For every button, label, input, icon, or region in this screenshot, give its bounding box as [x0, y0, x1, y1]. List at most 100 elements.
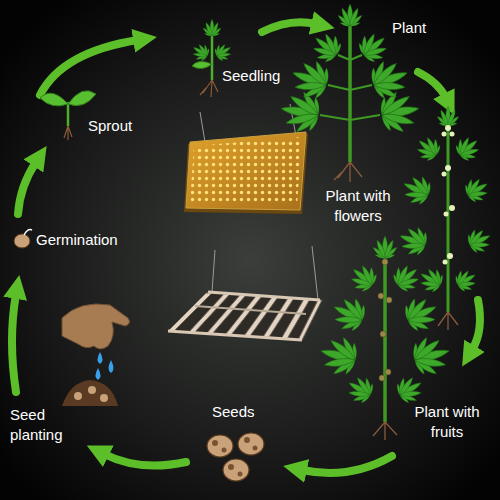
- illustration-part: [445, 125, 451, 131]
- illustration-part: [373, 422, 397, 440]
- illustration-part: [168, 293, 322, 340]
- illustration-part: [262, 22, 316, 32]
- illustration-part: [212, 440, 218, 446]
- illustration-part: [100, 394, 108, 402]
- stage-label: Seedling: [222, 66, 280, 86]
- illustration-part: [225, 296, 262, 335]
- illustration-part: [200, 80, 218, 97]
- illustration-part: [334, 162, 362, 182]
- illustration-part: [444, 212, 449, 217]
- germination-icon: [14, 230, 32, 248]
- illustration-part: [186, 132, 306, 210]
- illustration-part: [40, 93, 68, 106]
- illustration-part: [451, 265, 481, 296]
- illustration-part: [62, 304, 129, 349]
- illustration-part: [104, 454, 186, 466]
- illustration-part: [207, 435, 233, 457]
- illustration-part: [228, 464, 234, 470]
- illustration-part: [222, 448, 227, 453]
- illustration-part: [306, 26, 347, 68]
- illustration-part: [382, 259, 388, 265]
- illustration-part: [18, 162, 36, 214]
- stage-label: Seeds: [212, 402, 255, 422]
- illustration-part: [190, 137, 302, 205]
- cycle-arrows: [12, 22, 480, 473]
- illustration-part: [372, 236, 398, 259]
- illustration-part: [74, 386, 108, 402]
- sprout-drawing: [40, 91, 96, 140]
- illustration-part: [67, 102, 70, 126]
- illustration-part: [64, 126, 72, 140]
- illustration-part: [436, 106, 459, 127]
- illustration-part: [223, 459, 249, 481]
- illustration-part: [378, 293, 384, 299]
- flowering-plant-drawing: [395, 106, 496, 330]
- illustration-part: [98, 352, 103, 364]
- illustration-part: [238, 472, 243, 477]
- illustration-part: [383, 256, 387, 422]
- illustration-part: [418, 72, 446, 98]
- stage-label: Plant with fruits: [404, 402, 490, 441]
- seedling-drawing: [189, 19, 236, 97]
- illustration-part: [342, 371, 378, 408]
- illustration-part: [385, 369, 391, 375]
- illustration-part: [411, 131, 445, 166]
- illustration-part: [451, 131, 485, 166]
- illustration-part: [463, 224, 495, 257]
- illustration-part: [445, 165, 451, 171]
- bar-light: [168, 246, 322, 340]
- illustration-part: [460, 173, 493, 207]
- illustration-part: [195, 306, 306, 314]
- illustration-part: [74, 392, 82, 400]
- seed-planting-drawing: [62, 304, 129, 406]
- illustration-part: [200, 112, 205, 142]
- illustration-part: [378, 259, 392, 381]
- seeds-drawing: [207, 433, 264, 481]
- illustration-part: [414, 263, 447, 297]
- illustration-part: [398, 170, 436, 210]
- illustration-part: [212, 437, 258, 477]
- illustration-part: [472, 300, 480, 350]
- illustration-part: [447, 253, 453, 259]
- illustration-part: [211, 40, 235, 65]
- illustration-part: [212, 250, 215, 292]
- illustration-part: [337, 4, 363, 27]
- illustration-part: [442, 132, 447, 137]
- illustration-part: [62, 380, 118, 406]
- illustration-part: [395, 221, 432, 260]
- illustration-part: [211, 34, 214, 80]
- illustration-part: [408, 331, 455, 381]
- illustration-part: [208, 292, 320, 300]
- illustration-part: [344, 259, 382, 297]
- stage-label: Plant: [392, 18, 426, 38]
- illustration-part: [302, 456, 392, 473]
- illustration-part: [312, 246, 318, 300]
- stage-label: Sprout: [88, 116, 132, 136]
- illustration-part: [438, 312, 458, 330]
- stage-label: Germination: [36, 230, 118, 250]
- illustration-part: [96, 352, 114, 380]
- illustration-part: [353, 26, 394, 68]
- illustration-part: [379, 375, 385, 381]
- illustration-part: [184, 134, 308, 214]
- illustration-part: [96, 368, 101, 380]
- illustration-part: [238, 433, 264, 455]
- illustration-part: [109, 360, 114, 373]
- illustration-part: [442, 125, 456, 265]
- illustration-part: [168, 293, 212, 331]
- illustration-part: [24, 230, 32, 235]
- illustration-part: [244, 437, 250, 443]
- illustration-part: [298, 300, 322, 340]
- stage-label: Seed planting: [10, 405, 80, 444]
- illustration-part: [450, 132, 455, 137]
- illustration-part: [14, 234, 30, 248]
- illustration-part: [40, 40, 138, 95]
- illustration-part: [326, 291, 371, 338]
- illustration-part: [206, 295, 246, 334]
- illustration-part: [388, 259, 426, 297]
- illustration-part: [202, 19, 222, 37]
- illustration-part: [348, 24, 352, 162]
- illustration-part: [380, 331, 386, 337]
